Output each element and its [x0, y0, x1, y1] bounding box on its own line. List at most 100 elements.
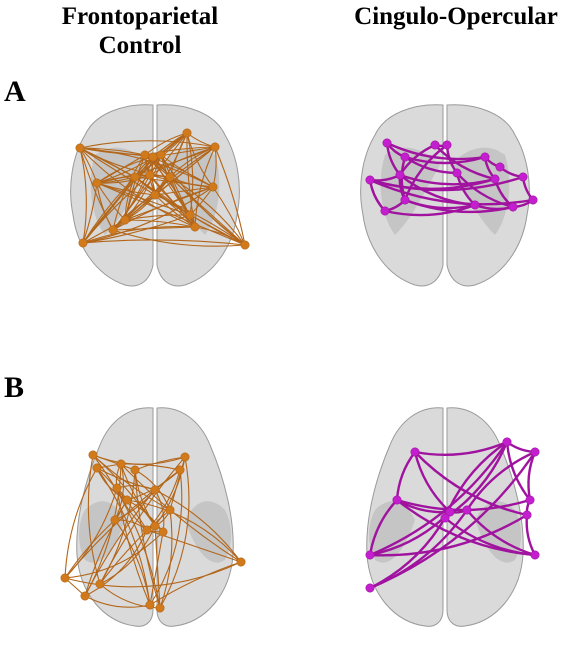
brain-outline	[360, 104, 530, 287]
network-node	[382, 138, 392, 148]
network-node	[88, 450, 98, 460]
network-node	[145, 170, 155, 180]
network-edge	[368, 450, 537, 590]
network-edge	[413, 450, 452, 514]
network-edge	[398, 173, 477, 207]
network-edge	[383, 203, 477, 217]
network-edge	[64, 531, 164, 579]
network-edge	[154, 146, 216, 196]
network-node	[470, 200, 480, 210]
row-label-b: B	[4, 371, 25, 404]
network-node	[240, 240, 250, 250]
network-edge	[64, 561, 242, 588]
network-edge	[87, 454, 101, 585]
frontoparietal-title: Frontoparietal Control	[40, 2, 240, 60]
network-edge	[159, 509, 173, 609]
network-nodes	[60, 450, 246, 613]
network-edge	[169, 146, 216, 178]
network-node	[92, 463, 102, 473]
network-node	[95, 579, 105, 589]
row-label-a: A	[4, 75, 26, 108]
network-node	[518, 172, 528, 182]
network-edge	[525, 513, 537, 557]
cingulo-opercular-title: Cingulo-Opercular	[354, 3, 558, 30]
network-node	[182, 128, 192, 138]
network-node	[400, 152, 410, 162]
network-node	[480, 152, 490, 162]
network-node	[148, 152, 158, 162]
network-edge	[455, 171, 515, 209]
network-edge	[124, 219, 196, 228]
network-edge	[149, 561, 242, 606]
network-edge	[96, 467, 151, 606]
network-node	[236, 557, 246, 567]
network-node	[208, 182, 218, 192]
frontoparietal-title-line2: Control	[98, 32, 182, 59]
network-edge	[96, 132, 188, 184]
network-node	[508, 202, 518, 212]
network-node	[400, 195, 410, 205]
network-edge	[99, 525, 156, 585]
network-node	[445, 507, 455, 517]
network-edge	[160, 154, 214, 188]
network-edge	[96, 174, 151, 184]
brain-coronal-frontoparietal	[70, 104, 250, 287]
brain-coronal-cingulo-opercular	[360, 104, 538, 287]
network-edge	[169, 456, 186, 511]
network-node	[392, 495, 402, 505]
network-node	[145, 600, 155, 610]
network-edge	[82, 186, 214, 244]
network-node	[190, 222, 200, 232]
network-edge	[112, 226, 196, 231]
network-node	[75, 143, 85, 153]
network-edge	[160, 154, 196, 228]
network-edge	[169, 176, 196, 228]
network-node	[210, 142, 220, 152]
brain-outline	[76, 407, 234, 627]
network-edge	[96, 182, 246, 246]
network-edge	[96, 182, 156, 196]
network-edge	[154, 194, 246, 246]
network-nodes	[365, 138, 538, 216]
network-node	[156, 150, 166, 160]
network-node	[180, 452, 190, 462]
network-node	[530, 447, 540, 457]
network-node	[440, 513, 450, 523]
network-node	[490, 174, 500, 184]
network-node	[365, 175, 375, 185]
brain-axial-cingulo-opercular	[365, 407, 540, 627]
network-edge	[368, 177, 497, 191]
network-edge	[159, 456, 190, 609]
network-node	[130, 465, 140, 475]
network-node	[528, 195, 538, 205]
network-edge	[212, 186, 246, 246]
network-nodes	[365, 437, 540, 593]
network-node	[495, 162, 505, 172]
network-edge	[169, 176, 246, 246]
network-node	[452, 168, 462, 178]
network-edge	[120, 463, 242, 563]
network-node	[60, 573, 70, 583]
network-edge	[79, 147, 87, 244]
network-node	[522, 510, 532, 520]
network-edge	[413, 450, 529, 517]
network-edge	[160, 154, 246, 246]
network-edge	[84, 529, 148, 597]
network-node	[80, 591, 90, 601]
network-node	[185, 210, 195, 220]
network-node	[142, 525, 152, 535]
network-node	[120, 215, 130, 225]
frontoparietal-title-line1: Frontoparietal	[61, 3, 219, 30]
network-edge	[403, 155, 459, 175]
network-edge	[114, 463, 125, 521]
network-edge	[146, 529, 242, 563]
network-node	[462, 505, 472, 515]
network-edge	[112, 229, 246, 247]
network-edges	[64, 454, 242, 609]
network-edge	[465, 450, 537, 512]
network-node	[150, 521, 160, 531]
network-node	[525, 495, 535, 505]
network-node	[140, 150, 150, 160]
network-edge	[79, 140, 216, 149]
network-node	[365, 550, 375, 560]
